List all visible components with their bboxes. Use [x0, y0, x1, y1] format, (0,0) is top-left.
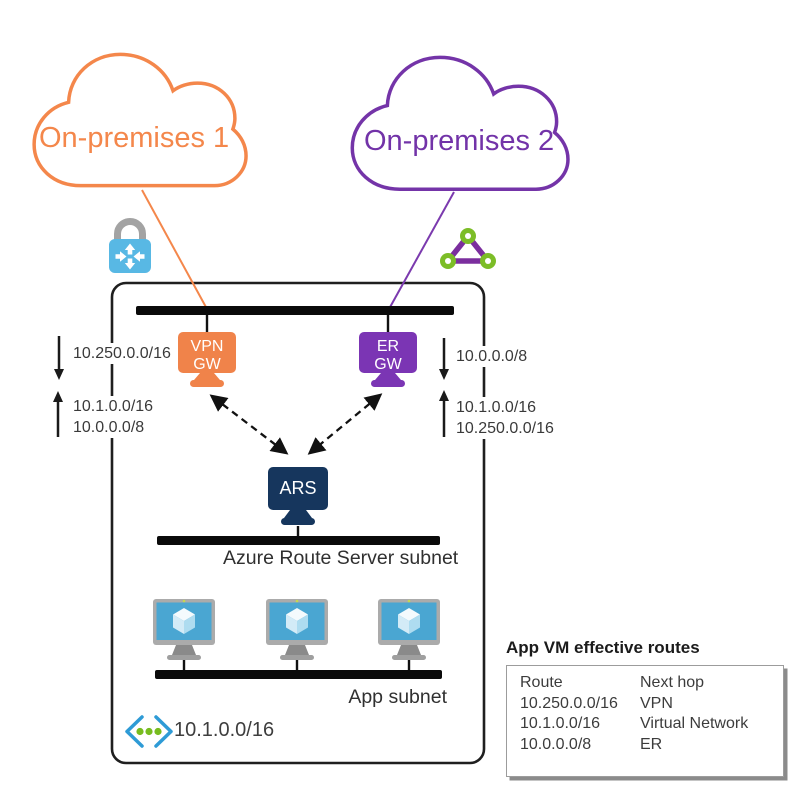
cloud2-label: On-premises 2 [364, 125, 555, 157]
routes-col-nexthop: Next hop [640, 674, 705, 691]
gateway-subnet-bar [136, 306, 454, 315]
vm-icon [153, 599, 215, 671]
er-gw-icon [359, 332, 417, 387]
routes-col-route: Route [520, 674, 563, 691]
virtual-network-icon [125, 715, 173, 748]
cloud-onprem2 [350, 55, 570, 192]
app-subnet-label: App subnet [348, 686, 447, 708]
route-advertised-right: 10.0.0.0/8 [453, 346, 531, 367]
vpn-connection-line [141, 189, 208, 310]
route-server-subnet-bar [157, 536, 440, 545]
vnet-cidr-label: 10.1.0.0/16 [174, 719, 275, 741]
route-row: 10.1.0.0/16 Virtual Network [520, 715, 749, 732]
vpn-gateway-lock-icon [109, 218, 151, 273]
cloud1-label: On-premises 1 [39, 122, 230, 154]
effective-routes-title: App VM effective routes [506, 638, 700, 657]
vpn-gw-label: VPN GW [190, 338, 224, 373]
left-route-arrows [53, 336, 64, 437]
right-route-arrows [439, 338, 449, 437]
ars-label: ARS [279, 478, 317, 498]
route-server-subnet-label: Azure Route Server subnet [223, 547, 459, 569]
expressroute-circuit-icon [440, 228, 496, 269]
route-learned-right: 10.1.0.0/16 10.250.0.0/16 [453, 397, 557, 439]
routes-table-header: Route Next hop [520, 673, 783, 694]
vm-icon [378, 599, 440, 671]
app-subnet-bar [155, 670, 442, 679]
effective-routes-table: Route Next hop 10.250.0.0/16 VPN 10.1.0.… [506, 665, 784, 777]
er-gw-label: ER GW [374, 338, 402, 373]
vnet-box [110, 281, 486, 765]
cloud-onprem1 [32, 52, 248, 188]
route-row: 10.0.0.0/8 ER [520, 735, 663, 753]
effective-routes-panel: App VM effective routes Route Next hop 1… [506, 638, 802, 777]
route-advertised-left: 10.250.0.0/16 [70, 343, 174, 364]
app-vm-icons [153, 599, 440, 671]
ars-icon [268, 467, 328, 537]
er-connection-line [388, 191, 455, 310]
bgp-peering-arrows [209, 393, 383, 455]
route-row: 10.250.0.0/16 VPN [520, 694, 673, 712]
vpn-gw-icon [178, 332, 236, 387]
route-learned-left: 10.1.0.0/16 10.0.0.0/8 [70, 396, 157, 438]
vm-icon [266, 599, 328, 671]
